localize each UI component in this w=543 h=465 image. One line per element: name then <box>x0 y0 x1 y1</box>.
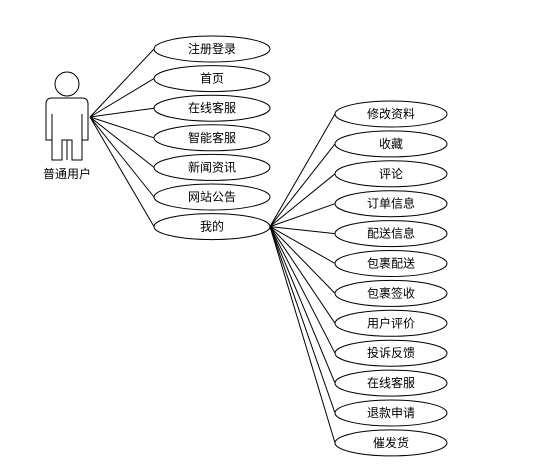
use-case-ellipse <box>153 94 271 122</box>
my-use-case-label: 催发货 <box>373 435 409 450</box>
my-use-case-association-line <box>269 226 336 354</box>
use-case-ellipse <box>153 153 271 181</box>
my-use-case-label: 包裹签收 <box>367 285 415 300</box>
my-use-case-label: 配送信息 <box>367 226 415 241</box>
my-use-case-association-line <box>269 226 336 324</box>
use-case-label: 注册登录 <box>188 41 236 56</box>
my-use-case-label: 收藏 <box>379 137 403 151</box>
my-use-case-ellipse <box>334 399 448 427</box>
use-case-label: 智能客服 <box>188 130 236 145</box>
my-use-case-association-line <box>269 226 336 264</box>
my-use-case-ellipse <box>334 130 448 158</box>
use-case-label: 在线客服 <box>188 100 236 115</box>
use-case-label: 我的 <box>200 219 224 234</box>
use-case-association-line <box>89 78 155 118</box>
use-case-label: 首页 <box>200 72 224 86</box>
my-use-case-label: 订单信息 <box>367 196 415 211</box>
my-use-case-label: 修改资料 <box>367 106 415 121</box>
my-use-case-ellipse <box>334 190 448 218</box>
my-use-case-label: 包裹配送 <box>367 256 415 271</box>
my-use-case-association-line <box>269 203 336 228</box>
my-use-case-label: 在线客服 <box>367 375 415 390</box>
actor-body-icon <box>45 97 89 161</box>
use-case-ellipse <box>153 183 271 211</box>
my-use-case-ellipse <box>334 429 448 457</box>
use-case-ellipse <box>153 35 271 63</box>
my-use-case-label: 评论 <box>379 167 403 181</box>
my-use-case-ellipse <box>334 220 448 248</box>
use-case-label: 网站公告 <box>188 190 236 204</box>
my-use-case-label: 用户评价 <box>367 315 415 330</box>
use-case-association-line <box>89 48 155 118</box>
my-use-case-ellipse <box>334 309 448 337</box>
my-use-case-association-line <box>269 173 336 227</box>
my-use-case-ellipse <box>334 250 448 277</box>
use-case-association-line <box>89 116 155 168</box>
my-use-case-association-line <box>269 143 336 227</box>
my-use-case-ellipse <box>334 279 448 307</box>
use-case-association-line <box>89 107 155 118</box>
my-use-case-ellipse <box>334 339 448 367</box>
use-case-association-line <box>89 116 155 139</box>
use-case-ellipse <box>153 65 271 93</box>
actor-figure <box>45 71 89 161</box>
my-use-case-association-line <box>269 226 336 444</box>
my-use-case-association-line <box>269 226 336 235</box>
use-case-association-line <box>89 116 155 198</box>
my-use-cases: 修改资料收藏评论订单信息配送信息包裹配送包裹签收用户评价投诉反馈在线客服退款申请… <box>334 100 448 457</box>
my-use-case-ellipse <box>334 160 448 188</box>
association-lines <box>89 48 336 444</box>
my-use-case-ellipse <box>334 369 448 397</box>
my-use-case-association-line <box>269 226 336 294</box>
my-use-case-ellipse <box>334 100 448 128</box>
use-case-association-line <box>89 116 155 227</box>
use-case-ellipse <box>153 213 271 241</box>
use-case-label: 新闻资讯 <box>188 159 236 174</box>
my-use-case-label: 退款申请 <box>367 406 415 420</box>
use-case-ellipse <box>153 124 271 152</box>
my-use-case-association-line <box>269 226 336 414</box>
my-use-case-label: 投诉反馈 <box>367 345 415 360</box>
my-use-case-association-line <box>269 113 336 227</box>
actor-head-icon <box>54 71 80 97</box>
actor-label: 普通用户 <box>43 166 91 181</box>
my-use-case-association-line <box>269 226 336 384</box>
